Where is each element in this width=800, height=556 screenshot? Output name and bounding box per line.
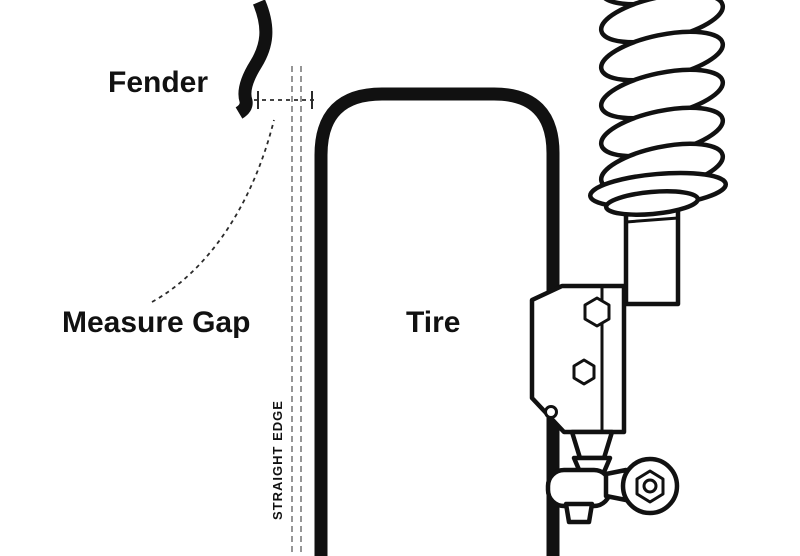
- tie-rod-eyelet: [603, 456, 680, 516]
- rivet-icon: [544, 405, 558, 419]
- hex-bolt-icon: [583, 296, 611, 328]
- tire-label: Tire: [406, 306, 460, 339]
- fender-label: Fender: [108, 66, 208, 99]
- fender-curve: [235, 0, 273, 119]
- ball-joint: [545, 429, 615, 525]
- strut-assembly: [529, 0, 729, 525]
- gap-dimension-marker: [254, 91, 314, 109]
- measure-gap-leader: [151, 119, 275, 303]
- straight-edge-lines: [291, 66, 302, 556]
- straight-edge-label: STRAIGHT EDGE: [270, 400, 285, 520]
- knuckle-bracket: [529, 283, 627, 435]
- coil-spring-icon: [598, 0, 726, 195]
- hex-bolt-icon: [572, 358, 596, 386]
- measure-gap-label: Measure Gap: [62, 306, 250, 339]
- spring-seat: [587, 170, 729, 217]
- tire-outline: [314, 87, 560, 556]
